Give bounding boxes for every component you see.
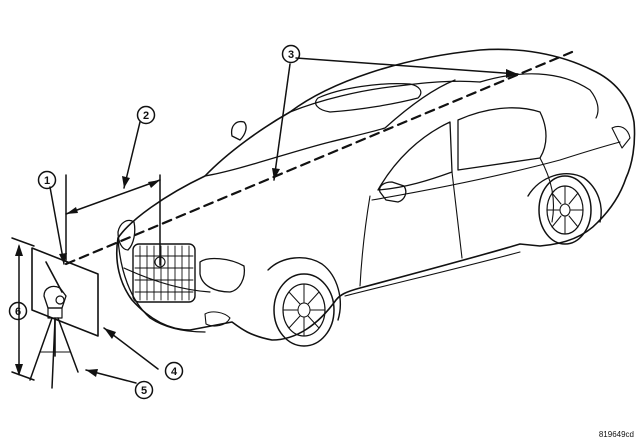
aiming-screen bbox=[31, 247, 99, 337]
callout-2-label: 2 bbox=[143, 110, 149, 122]
distance-dimension bbox=[65, 174, 161, 266]
figure-code: 819649cd bbox=[599, 430, 634, 439]
front-bumper bbox=[117, 237, 206, 333]
car-body bbox=[115, 48, 636, 341]
side-window-front bbox=[377, 121, 453, 191]
sedan-illustration bbox=[115, 48, 636, 347]
callout-3: 3 bbox=[281, 44, 301, 64]
callout-2: 2 bbox=[136, 105, 156, 125]
headlamp-aimer-tripod bbox=[29, 261, 79, 389]
windshield bbox=[204, 79, 456, 177]
grille bbox=[132, 243, 196, 303]
callout-5-label: 5 bbox=[141, 385, 147, 397]
callout-1: 1 bbox=[37, 170, 57, 190]
sunroof bbox=[315, 83, 422, 113]
height-dimension bbox=[11, 237, 35, 381]
side-mirror bbox=[378, 181, 407, 203]
rear-wheel bbox=[527, 173, 602, 245]
front-wheel bbox=[267, 257, 341, 347]
callout-5: 5 bbox=[134, 380, 154, 400]
callout-4-label: 4 bbox=[171, 366, 178, 378]
headlamp-right bbox=[199, 257, 246, 293]
callout-6-label: 6 bbox=[15, 306, 21, 318]
vehicle-centerline bbox=[64, 50, 574, 266]
headlamp-left bbox=[117, 219, 136, 251]
callout-4: 4 bbox=[164, 361, 184, 381]
side-window-rear bbox=[457, 107, 547, 171]
leader-lines bbox=[49, 57, 519, 384]
callout-3-label: 3 bbox=[288, 49, 294, 61]
callout-6: 6 bbox=[8, 301, 28, 321]
callout-1-label: 1 bbox=[44, 175, 50, 187]
